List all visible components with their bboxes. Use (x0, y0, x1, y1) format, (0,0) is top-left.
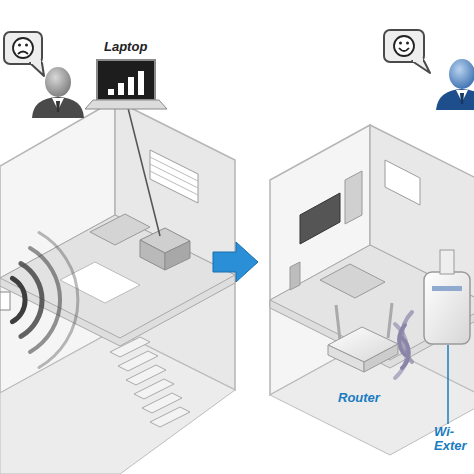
leader-line (128, 108, 160, 236)
sofa (320, 264, 385, 298)
part-label: Router (338, 391, 380, 405)
leader-line (447, 345, 449, 424)
transition-arrow (213, 242, 258, 282)
speech-bubble (384, 30, 430, 73)
happy-person (436, 59, 474, 110)
house-right (270, 30, 474, 455)
ground-floor (0, 330, 235, 474)
sofa (90, 214, 150, 245)
blind-line (150, 164, 198, 188)
house-left (0, 32, 235, 474)
desk (140, 240, 165, 270)
tv (300, 193, 340, 244)
blind-line (150, 157, 198, 181)
shelf (345, 171, 362, 224)
floor-slab (270, 245, 474, 368)
part-label: Wi- Exter (434, 425, 472, 453)
window (150, 150, 198, 203)
wifi-waves (13, 233, 78, 368)
router-device (328, 303, 398, 372)
speech-bubble (4, 32, 44, 76)
laptop (85, 60, 167, 109)
extender-device (424, 250, 470, 344)
lamp (290, 262, 300, 290)
ground-floor (270, 340, 474, 455)
stairs (110, 337, 190, 427)
window (385, 160, 420, 205)
part-label: Laptop (104, 40, 147, 54)
upper-floor (0, 215, 235, 338)
blind-line (150, 171, 198, 195)
desk (165, 241, 190, 270)
sad-person (32, 67, 84, 118)
floor-slab (0, 215, 235, 346)
router-icon (0, 292, 10, 310)
